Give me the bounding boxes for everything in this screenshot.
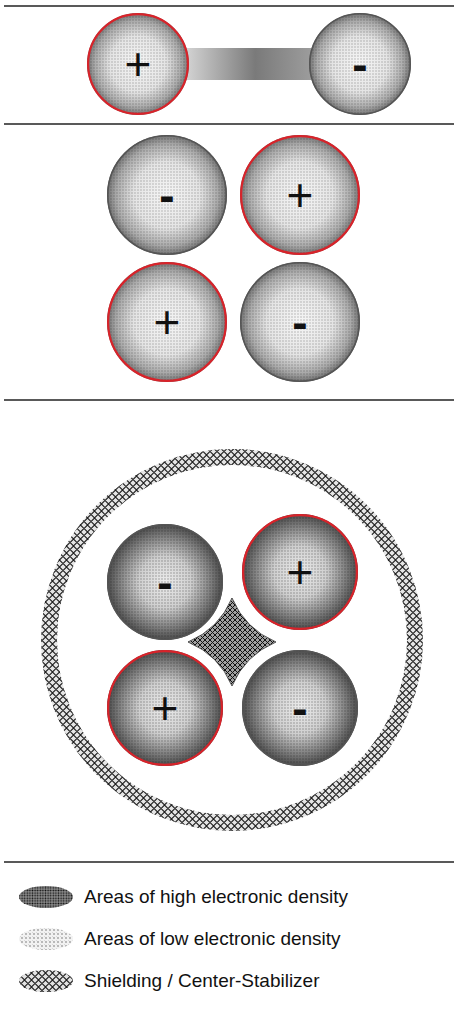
panel-separator: [4, 399, 454, 401]
negative-charge-circle: -: [309, 13, 411, 115]
circle-border: [243, 515, 357, 629]
charge-sign: -: [352, 41, 367, 87]
legend-swatches: [19, 886, 73, 992]
circle-border: [241, 263, 359, 381]
electron-density-dots: [87, 13, 189, 115]
charge-sign: -: [292, 685, 307, 731]
low-density-core: [87, 13, 189, 115]
panel-separator: [4, 861, 454, 863]
circle-border: [241, 136, 359, 254]
electron-density-dots: [240, 135, 360, 255]
bond-bar: [187, 48, 311, 80]
electron-density-dots: [240, 262, 360, 382]
swatch-texture: [19, 970, 73, 992]
charge-sign: -: [157, 559, 172, 605]
circle-border: [108, 136, 226, 254]
circle-border: [108, 263, 226, 381]
shielding-swatch: [19, 970, 73, 992]
swatch-texture: [19, 886, 73, 908]
negative-charge-circle: -: [107, 524, 223, 640]
swatch-ground: [19, 928, 73, 950]
low-density-swatch: [19, 928, 73, 950]
positive-charge-circle: +: [242, 514, 358, 630]
charge-sign: +: [152, 685, 179, 731]
negative-charge-circle: -: [107, 135, 227, 255]
low-density-core: [240, 262, 360, 382]
circle-border: [243, 651, 357, 765]
negative-charge-circle: -: [240, 262, 360, 382]
legend-entry: Areas of high electronic density: [84, 884, 348, 910]
legend-label: Areas of high electronic density: [84, 887, 348, 908]
positive-charge-circle: +: [240, 135, 360, 255]
low-density-core: [107, 135, 227, 255]
electron-density-dots: [242, 650, 358, 766]
legend-label: Areas of low electronic density: [84, 929, 341, 950]
charge-sign: -: [159, 172, 174, 218]
electron-density-dots: [107, 524, 223, 640]
electron-density-dots: [309, 13, 411, 115]
panel-separator: [4, 123, 454, 125]
circle-border: [310, 14, 410, 114]
low-density-core: [240, 135, 360, 255]
charge-sign: +: [287, 172, 314, 218]
circle-border: [88, 14, 188, 114]
legend-entry: Areas of low electronic density: [84, 926, 341, 952]
shielding-ring-base: [49, 457, 415, 823]
legend-label: Shielding / Center-Stabilizer: [84, 971, 320, 992]
swatch-ground: [19, 970, 73, 992]
negative-charge-circle: -: [242, 650, 358, 766]
low-density-core: [107, 650, 223, 766]
circle-border: [108, 651, 222, 765]
shielding-ring: [49, 457, 415, 823]
charge-sign: +: [154, 299, 181, 345]
charge-sign: +: [287, 549, 314, 595]
electron-density-dots: [107, 262, 227, 382]
low-density-core: [107, 524, 223, 640]
legend-entry: Shielding / Center-Stabilizer: [84, 968, 320, 994]
electron-density-dots: [107, 650, 223, 766]
swatch-texture: [19, 928, 73, 950]
low-density-core: [242, 514, 358, 630]
high-density-swatch: [19, 886, 73, 908]
low-density-core: [107, 262, 227, 382]
charge-sign: -: [292, 299, 307, 345]
panel-separator: [4, 5, 454, 7]
positive-charge-circle: +: [87, 13, 189, 115]
low-density-core: [242, 650, 358, 766]
positive-charge-circle: +: [107, 262, 227, 382]
swatch-ground: [19, 886, 73, 908]
electron-density-dots: [107, 135, 227, 255]
electron-density-dots: [242, 514, 358, 630]
low-density-core: [309, 13, 411, 115]
charge-sign: +: [125, 41, 152, 87]
positive-charge-circle: +: [107, 650, 223, 766]
circle-border: [108, 525, 222, 639]
